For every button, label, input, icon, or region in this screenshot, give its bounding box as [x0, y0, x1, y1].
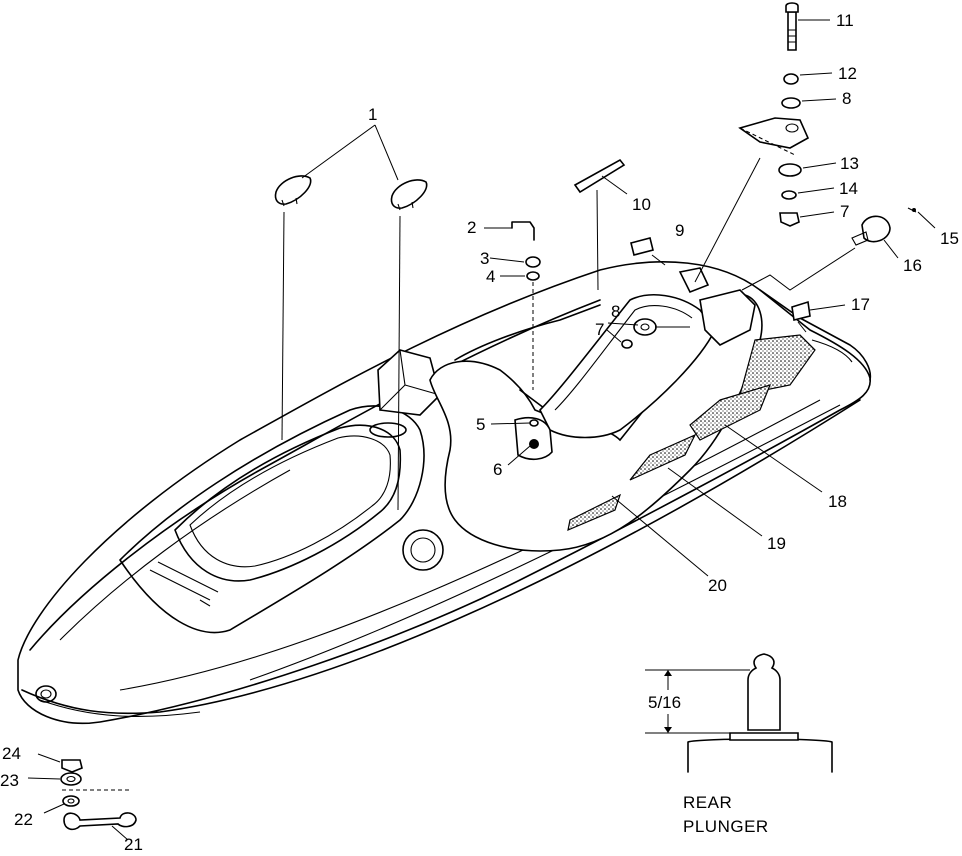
- callout-14: 14: [839, 179, 858, 198]
- callout-3: 3: [480, 249, 489, 268]
- detail-caption-line2: PLUNGER: [683, 817, 769, 836]
- latch-right: [390, 179, 428, 211]
- callout-1: 1: [368, 105, 377, 124]
- hull: [17, 261, 872, 724]
- callout-11: 11: [836, 11, 854, 30]
- callout-2: 2: [467, 218, 476, 237]
- detail-caption-line1: REAR: [683, 793, 732, 812]
- traction-mats: [567, 334, 816, 531]
- callout-9: 9: [675, 221, 684, 240]
- callout-4: 4: [486, 267, 495, 286]
- callout-21: 21: [124, 835, 143, 851]
- callout-24: 24: [2, 744, 21, 763]
- dimension-label: 5/16: [648, 693, 681, 712]
- callout-22: 22: [14, 810, 33, 829]
- callout-7-right: 7: [840, 202, 849, 221]
- callout-15: 15: [940, 229, 959, 248]
- rear-plunger-detail: [645, 653, 833, 773]
- callout-17: 17: [851, 295, 870, 314]
- latch-parts: [274, 124, 428, 511]
- callout-labels: 1 2 3 4 5 6 7 7 8 8 9 10 11 12 13 14 15 …: [0, 11, 959, 854]
- center-hardware: [511, 221, 690, 449]
- decals: [573, 158, 666, 291]
- callout-7-center: 7: [595, 320, 604, 339]
- callout-16: 16: [903, 256, 922, 275]
- callout-18: 18: [828, 492, 847, 511]
- callout-12: 12: [838, 64, 857, 83]
- seat-shroud: [402, 267, 763, 571]
- mat-leaders: [484, 227, 823, 577]
- seat-latch-hardware: [694, 2, 936, 291]
- callout-13: 13: [840, 154, 859, 173]
- callout-23: 23: [0, 771, 19, 790]
- latch-left: [274, 175, 312, 207]
- callout-20: 20: [708, 576, 727, 595]
- callout-19: 19: [767, 534, 786, 553]
- callout-5: 5: [476, 415, 485, 434]
- callout-8-right: 8: [842, 89, 851, 108]
- part-17: [791, 300, 846, 333]
- callout-8-center: 8: [611, 302, 620, 321]
- storage-hatch: [119, 405, 425, 634]
- bow-eye-hardware: [27, 753, 137, 841]
- callout-10: 10: [632, 195, 651, 214]
- callout-6: 6: [493, 460, 502, 479]
